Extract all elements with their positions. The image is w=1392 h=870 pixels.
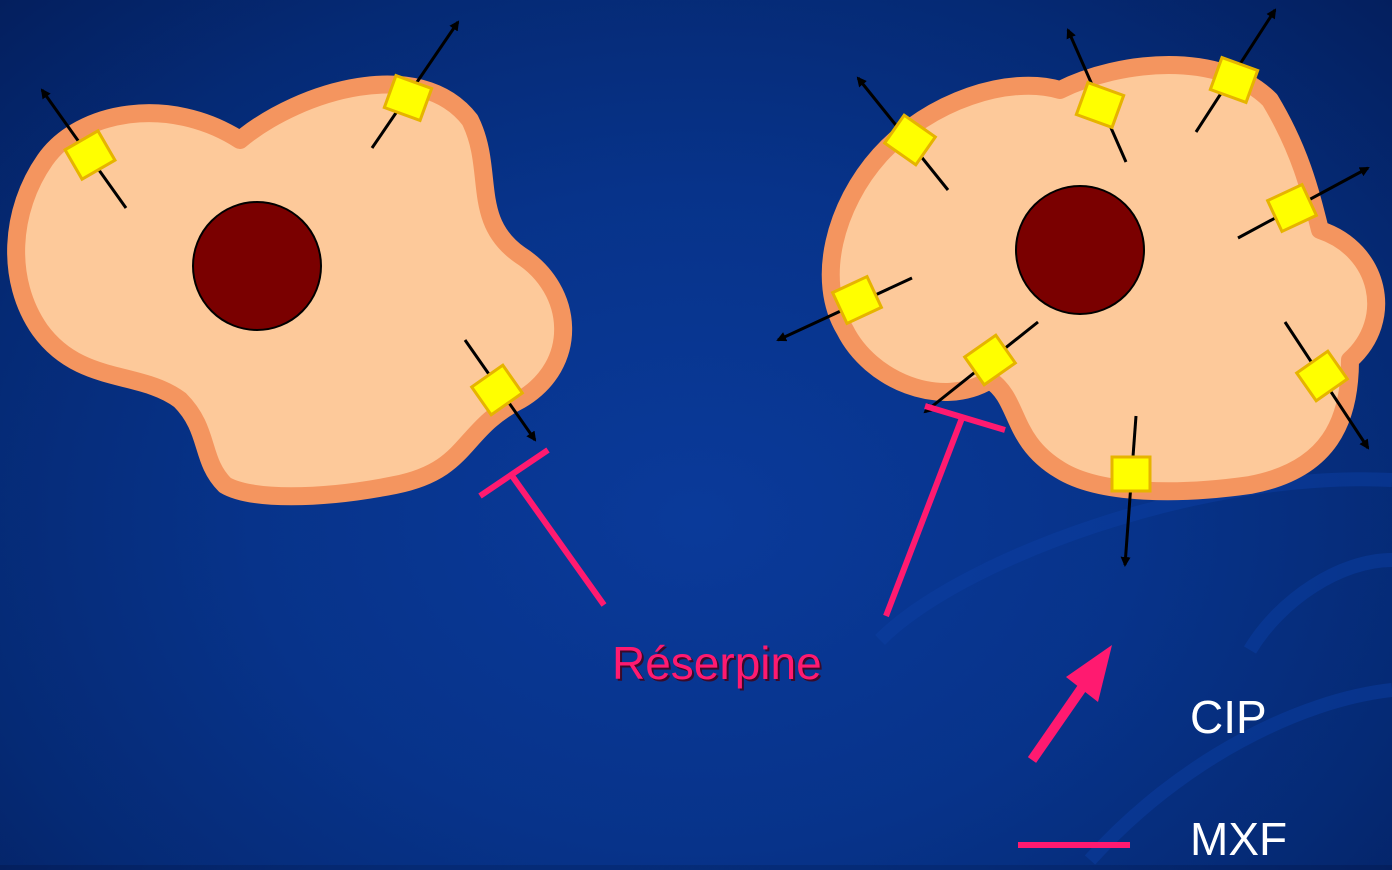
cip-legend-label: CIP	[1190, 694, 1267, 740]
cell-left	[16, 22, 563, 496]
reserpine-label: Réserpine	[612, 640, 822, 686]
background-swirl	[880, 479, 1392, 860]
cell-right-nucleus	[1016, 186, 1144, 314]
inhibitor-left	[480, 450, 604, 605]
cell-left-nucleus	[193, 202, 321, 330]
mxf-legend-label: MXF	[1190, 816, 1287, 862]
cell-right	[778, 10, 1376, 565]
cip-legend-arrow	[1032, 645, 1112, 760]
